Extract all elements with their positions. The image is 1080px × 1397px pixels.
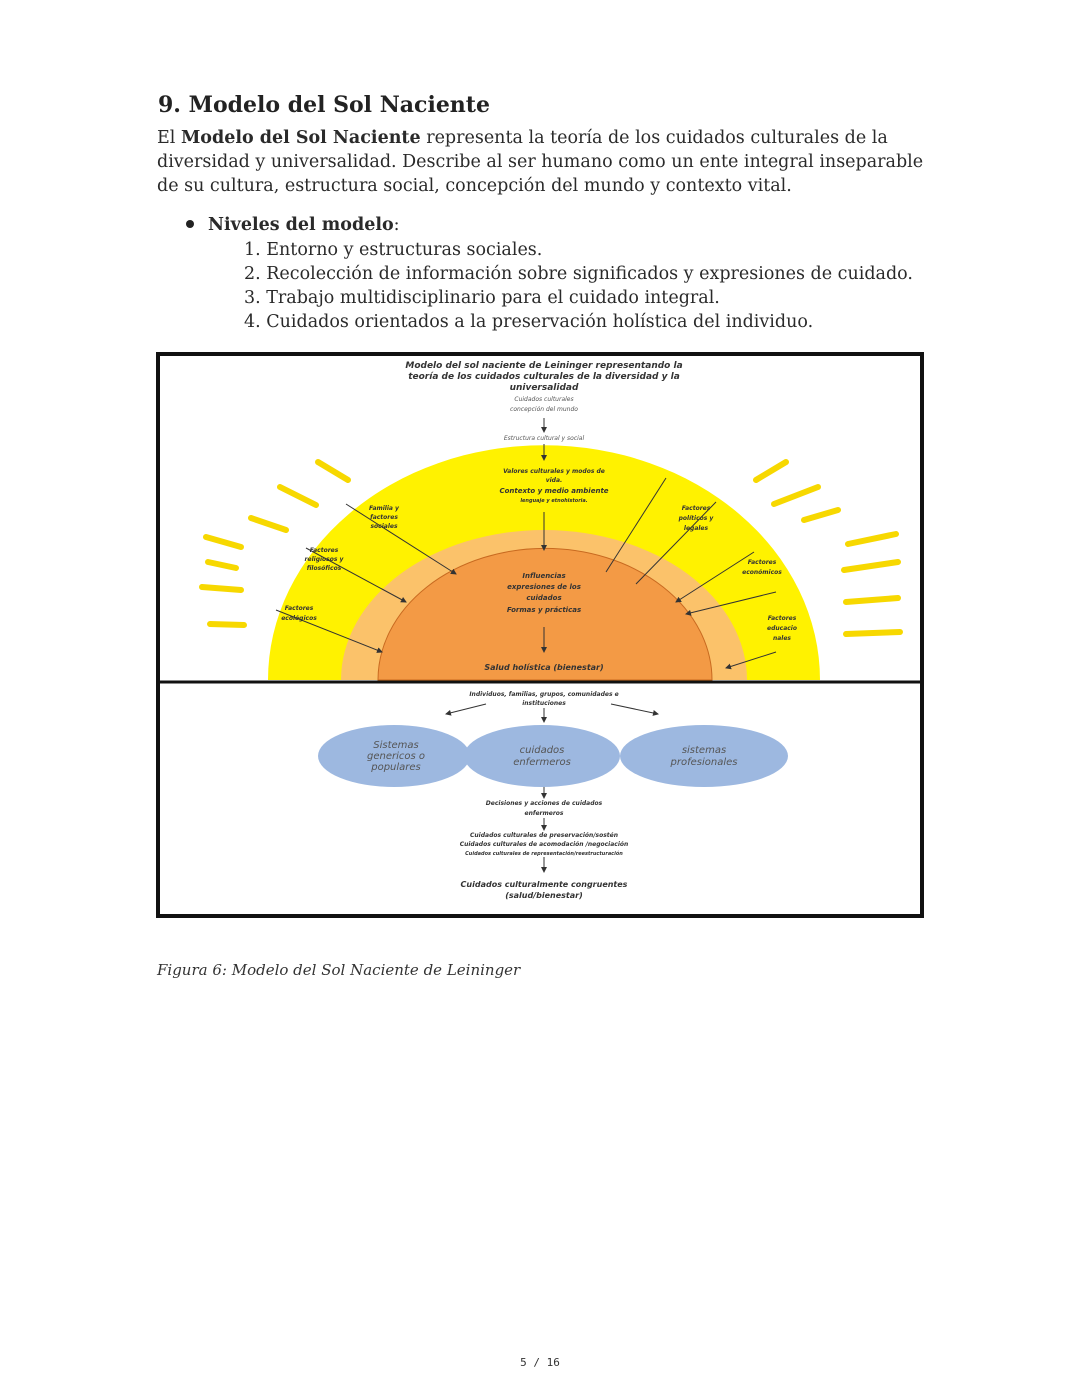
care-preservation: Cuidados culturales de preservación/sost… [470,832,618,839]
section-title: 9. Modelo del Sol Naciente [158,92,490,118]
sunrise-model-figure: Modelo del sol naciente de Leininger rep… [156,352,924,918]
congruent-care-line2: (salud/bienestar) [505,891,583,900]
holistic-health-label: Salud holística (bienestar) [484,663,603,672]
influences-1: Influencias [522,572,565,580]
factor-educational-2: educacio [767,625,797,632]
factor-political-1: Factores [682,505,711,512]
list-item: 4. Cuidados orientados a la preservación… [244,312,814,332]
intro-rest: representa la teoría de los cuidados cul… [157,128,924,196]
circle-right-1: sistemas [682,745,726,756]
bullet-icon [186,219,194,228]
factor-ecological-2: ecológicos [281,615,317,622]
factor-family-1: Familia y [369,505,400,512]
values-line2: vida. [546,477,563,484]
intro-prefix: El [157,128,181,148]
sun-radial-lines [275,418,777,670]
list-item: 3. Trabajo multidisciplinario para el cu… [244,288,720,308]
factor-political-2: políticos y [678,515,715,522]
intro-bold-term: Modelo del Sol Naciente [180,128,421,148]
figure-title-line2: teoría de los cuidados culturales de la … [408,372,680,382]
levels-heading: Niveles del modelo [208,215,394,235]
context-line2: lenguaje y etnohistoria. [520,498,587,504]
circle-center-1: cuidados [520,745,565,756]
factor-religious-3: filosóficos [307,565,342,572]
levels-colon: : [393,215,400,235]
context-line1: Contexto y medio ambiente [499,487,608,495]
care-restructuring: Cuidados culturales de representación/re… [465,850,623,857]
factor-economic-2: económicos [742,569,782,576]
figure-title-line1: Modelo del sol naciente de Leininger rep… [405,361,682,371]
factor-religious-2: religiosos y [305,556,345,563]
factor-religious-1: Factores [310,547,339,554]
factor-economic-1: Factores [748,559,777,566]
sun-inner [377,547,713,681]
influences-3: cuidados [526,594,561,602]
list-item: 2. Recolección de información sobre sign… [244,264,913,284]
levels-bullet: Niveles del modelo: [186,215,400,235]
top-label-1: Cuidados culturales [514,396,573,403]
congruent-care-line1: Cuidados culturalmente congruentes [461,880,628,889]
lower-arrows [445,703,659,873]
individuals-line1: Individuos, familias, grupos, comunidade… [469,691,618,698]
intro-paragraph: El Modelo del Sol Naciente representa la… [157,126,937,198]
individuals-line2: instituciones [522,700,566,707]
values-line1: Valores culturales y modos de [503,468,605,475]
decisions-line2: enfermeros [525,810,564,817]
circle-center-2: enfermeros [513,757,571,768]
structure-label: Estructura cultural y social [504,435,585,442]
influences-2: expresiones de los [507,583,581,591]
figure-title-line3: universalidad [510,383,579,393]
figure-caption: Figura 6: Modelo del Sol Naciente de Lei… [157,961,521,979]
factor-educational-1: Factores [768,615,797,622]
circle-right-2: profesionales [670,757,738,768]
circle-generic-systems [318,725,470,787]
factor-ecological-1: Factores [285,605,314,612]
care-accommodation: Cuidados culturales de acomodación /nego… [460,841,629,848]
sun-rays [199,459,903,637]
page-number: 5 / 16 [520,1356,560,1369]
factor-family-2: factores [370,514,398,521]
circle-nursing-care [464,725,620,787]
circle-left-3: populares [370,762,421,773]
factor-family-3: sociales [370,523,397,530]
factor-political-3: legales [684,525,709,532]
circle-left-1: Sistemas [373,740,419,751]
list-item: 1. Entorno y estructuras sociales. [244,240,543,260]
circle-left-2: genericos o [367,751,425,762]
decisions-line1: Decisiones y acciones de cuidados [486,800,603,807]
circle-professional-systems [620,725,788,787]
influences-4: Formas y prácticas [507,606,581,614]
factor-educational-3: nales [773,635,791,642]
levels-list: 1. Entorno y estructuras sociales. 2. Re… [244,238,913,334]
top-label-2: concepción del mundo [510,406,578,413]
